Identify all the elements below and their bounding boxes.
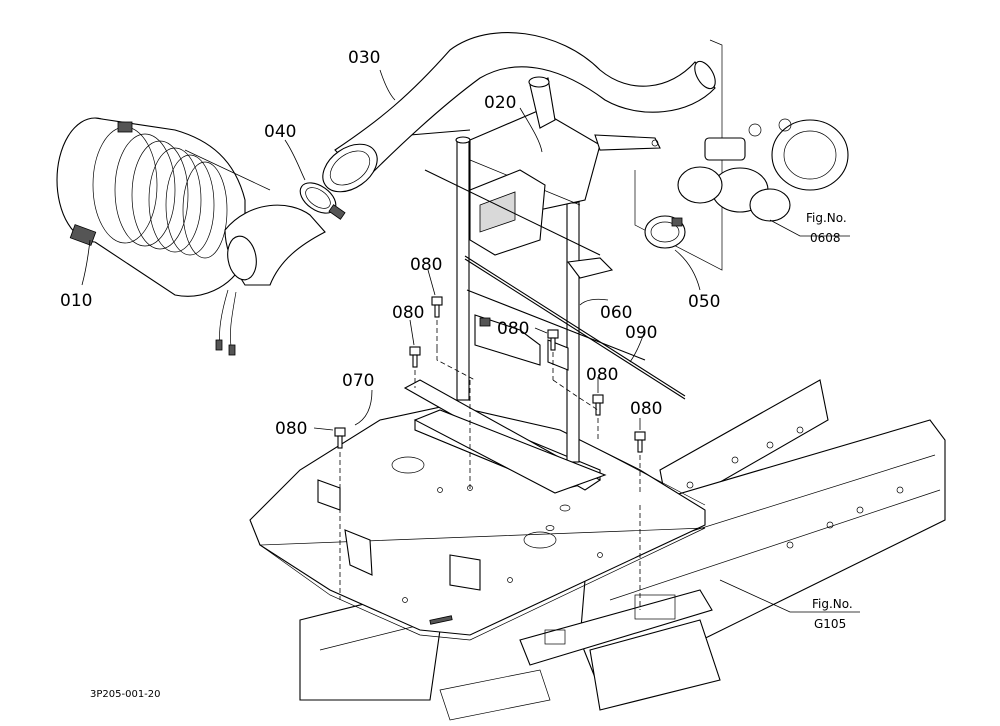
base-plate-070 [249,404,706,641]
fig-ref-title: Fig.No. [806,211,847,225]
part-labels: 010 020 030 040 050 060 070 080 080 080 … [60,48,720,439]
part-label-070: 070 [342,371,374,391]
part-label-050: 050 [688,292,720,312]
intake-pipe-030 [322,32,723,271]
support-stand-060 [403,76,661,494]
part-label-080: 080 [586,365,618,385]
alignment-lines [339,320,641,610]
fig-ref-number: G105 [814,617,846,631]
hose-clamp-050 [644,215,686,249]
rod-090 [464,255,686,400]
drawing-code: 3P205-001-20 [90,689,161,700]
part-label-030: 030 [348,48,380,68]
part-label-040: 040 [264,122,296,142]
fig-ref-number: 0608 [810,231,841,245]
fig-ref-title: Fig.No. [812,597,853,611]
part-label-080: 080 [630,399,662,419]
turbocharger-assembly [677,118,849,222]
part-label-080: 080 [275,419,307,439]
air-cleaner-010 [56,117,326,356]
part-label-060: 060 [600,303,632,323]
part-label-020: 020 [484,93,516,113]
hose-clamp-040 [299,182,346,220]
part-label-080: 080 [410,255,442,275]
part-label-010: 010 [60,291,92,311]
part-label-080: 080 [392,303,424,323]
bolts-080 [334,296,646,453]
leader-lines [81,69,860,613]
part-label-090: 090 [625,323,657,343]
part-label-080: 080 [497,319,529,339]
figure-references: Fig.No. 0608 Fig.No. G105 [806,211,853,631]
